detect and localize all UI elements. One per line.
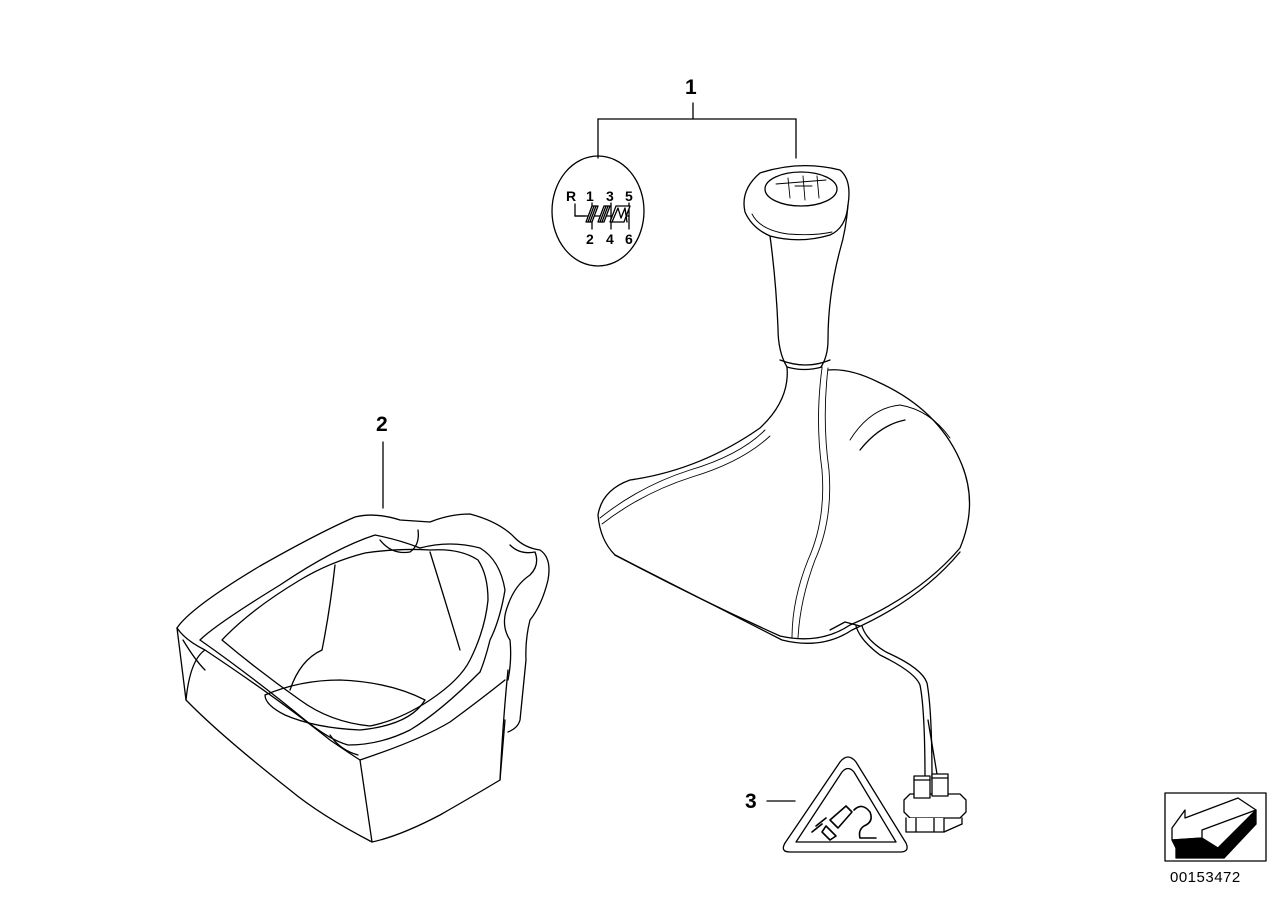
callout-1: 1: [685, 76, 697, 99]
gear-label-2: 2: [586, 231, 594, 247]
gear-label-5: 5: [625, 188, 633, 204]
warning-triangle: [782, 756, 908, 853]
shift-pattern-labels: R 1 3 5 2 4 6: [566, 188, 633, 247]
gear-label-6: 6: [625, 231, 633, 247]
back-arrow-icon[interactable]: [1164, 792, 1267, 862]
gear-knob-with-boot: [597, 165, 971, 644]
gear-label-3: 3: [606, 188, 614, 204]
gear-label-1: 1: [586, 188, 594, 204]
electrical-connector: [903, 773, 967, 833]
document-number: 00153472: [1170, 869, 1241, 886]
connector-cable: [855, 625, 939, 781]
shift-pattern-disc: [551, 155, 645, 267]
callout-2: 2: [376, 413, 388, 436]
plug-warning-icon: [811, 805, 877, 841]
callout-3: 3: [745, 790, 757, 813]
m-badge-icon: [585, 205, 631, 223]
gear-label-4: 4: [606, 231, 614, 247]
gear-label-r: R: [566, 188, 576, 204]
storage-tray-insert: [176, 513, 550, 843]
callout-1-leader: [597, 102, 797, 159]
